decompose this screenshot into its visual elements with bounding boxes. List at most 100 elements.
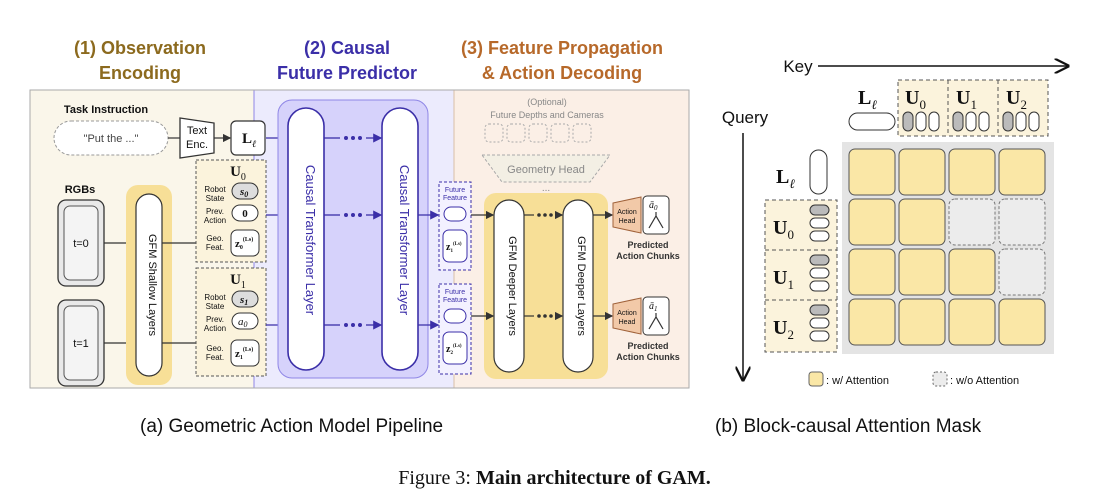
causal-layer-1-label: Causal Transformer Layer bbox=[303, 165, 318, 316]
gfm-shallow-label: GFM Shallow Layers bbox=[146, 234, 158, 337]
mask-cell-r0-c1 bbox=[898, 148, 946, 196]
u1-prev-action-1: Prev. bbox=[206, 315, 224, 324]
u0-geo-feat-1: Geo. bbox=[206, 234, 223, 243]
mask-grid bbox=[848, 148, 1046, 346]
mask-cell-r1-c0 bbox=[848, 198, 896, 246]
action-head-1-line2: Head bbox=[619, 218, 636, 225]
future-depths-label: Future Depths and Cameras bbox=[490, 110, 604, 120]
rgbs-label: RGBs bbox=[65, 184, 96, 196]
robot-arm-icon-1 bbox=[648, 212, 664, 229]
instruction-text: "Put the ..." bbox=[84, 133, 139, 145]
stage1-title-line2: Encoding bbox=[99, 63, 181, 83]
predicted-chunks-2-line1: Predicted bbox=[627, 341, 668, 351]
causal-dots bbox=[324, 133, 383, 330]
causal-layer-2-label: Causal Transformer Layer bbox=[397, 165, 412, 316]
action-head-2 bbox=[612, 297, 642, 335]
legend-without-swatch bbox=[932, 371, 948, 387]
gfm-deeper-label-2: GFM Deeper Layers bbox=[575, 236, 587, 336]
mask-cell-r0-c3 bbox=[998, 148, 1046, 196]
future-token-1 bbox=[443, 206, 467, 222]
key-l-token bbox=[848, 112, 896, 131]
s0-token bbox=[231, 182, 259, 200]
task-instruction-label: Task Instruction bbox=[64, 104, 148, 116]
query-label: Query bbox=[722, 108, 769, 127]
rgb-frame-t1-inner bbox=[63, 305, 99, 381]
u1-prev-action-2: Action bbox=[204, 324, 226, 333]
u0-geo-feat-2: Feat. bbox=[206, 243, 224, 252]
action-head-1 bbox=[612, 196, 642, 234]
key-l-label: Lℓ bbox=[858, 87, 877, 112]
u0-robot-state-1: Robot bbox=[204, 185, 226, 194]
mask-cell-r0-c2 bbox=[948, 148, 996, 196]
u0-robot-state-2: State bbox=[206, 194, 225, 203]
query-l-token bbox=[809, 149, 828, 195]
gfm-deeper-dots bbox=[524, 210, 564, 321]
query-l-label: Lℓ bbox=[776, 166, 795, 191]
action-head-2-line1: Action bbox=[617, 310, 637, 317]
u1-geo-feat-1: Geo. bbox=[206, 344, 223, 353]
u1-robot-state-2: State bbox=[206, 302, 225, 311]
caption-a: (a) Geometric Action Model Pipeline bbox=[140, 416, 444, 437]
mask-cell-r1-c3 bbox=[998, 198, 1046, 246]
u0-prev-action-1: Prev. bbox=[206, 207, 224, 216]
a0-label: a0 bbox=[238, 316, 248, 329]
figure-caption: Figure 3: Main architecture of GAM. bbox=[0, 467, 1109, 490]
mask-cell-r2-c1 bbox=[898, 248, 946, 296]
mask-cell-r1-c2 bbox=[948, 198, 996, 246]
a0-token bbox=[231, 312, 259, 330]
gfm-deeper-block-2[interactable] bbox=[562, 199, 594, 373]
pipeline-frame bbox=[29, 89, 690, 389]
zero-label: 0 bbox=[242, 208, 248, 220]
mask-cell-r2-c2 bbox=[948, 248, 996, 296]
stage2-title-line1: (2) Causal bbox=[304, 38, 390, 58]
geometry-head bbox=[481, 154, 611, 183]
causal-layer-1[interactable] bbox=[287, 107, 325, 371]
future-feature-1-line2: Feature bbox=[443, 195, 467, 202]
mask-cell-r3-c0 bbox=[848, 298, 896, 346]
causal-layer-2[interactable] bbox=[381, 107, 419, 371]
mask-cell-r3-c1 bbox=[898, 298, 946, 346]
text-encoder-label-1: Text bbox=[187, 125, 207, 137]
mask-cell-r2-c3 bbox=[998, 248, 1046, 296]
action-head-2-line2: Head bbox=[619, 319, 636, 326]
z2-future-token bbox=[442, 331, 468, 365]
stage1-title-line1: (1) Observation bbox=[74, 38, 206, 58]
predicted-chunks-2-line2: Action Chunks bbox=[616, 352, 680, 362]
mask-cell-r3-c2 bbox=[948, 298, 996, 346]
a-prev0-token bbox=[231, 204, 259, 222]
stage3-title-line2: & Action Decoding bbox=[482, 63, 642, 83]
optional-label: (Optional) bbox=[527, 97, 567, 107]
a-hat1-label: ā1 bbox=[649, 301, 658, 313]
s0-label: s0 bbox=[239, 186, 248, 199]
query-u-tokens bbox=[809, 204, 830, 342]
future-token-2 bbox=[443, 308, 467, 324]
l-token-box bbox=[230, 120, 266, 156]
figure-canvas: (1) Observation Encoding (2) Causal Futu… bbox=[29, 38, 1109, 389]
geometry-head-label: Geometry Head bbox=[507, 164, 585, 176]
t0-label: t=0 bbox=[73, 238, 89, 250]
legend-with-label: : w/ Attention bbox=[826, 375, 889, 387]
stage3-title-line1: (3) Feature Propagation bbox=[461, 38, 663, 58]
future-feature-2-line1: Future bbox=[445, 289, 465, 296]
a-hat0-label: ā0 bbox=[649, 200, 658, 212]
figure-caption-bold: Main architecture of GAM. bbox=[476, 467, 711, 489]
rgb-frame-t0-inner bbox=[63, 205, 99, 281]
text-encoder-label-2: Enc. bbox=[186, 139, 208, 151]
z0-token bbox=[230, 229, 260, 257]
predicted-chunks-1-line2: Action Chunks bbox=[616, 251, 680, 261]
s1-token bbox=[231, 290, 259, 308]
legend-without-label: : w/o Attention bbox=[950, 375, 1019, 387]
geometry-dots: ... bbox=[542, 183, 550, 194]
mask-cell-r3-c3 bbox=[998, 298, 1046, 346]
u1-robot-state-1: Robot bbox=[204, 293, 226, 302]
stage2-title-line2: Future Predictor bbox=[277, 63, 417, 83]
gfm-deeper-block-1[interactable] bbox=[493, 199, 525, 373]
key-label: Key bbox=[783, 57, 813, 76]
z1-future-token bbox=[442, 229, 468, 263]
z1-token bbox=[230, 339, 260, 367]
key-u-tokens bbox=[902, 111, 1040, 132]
u1-geo-feat-2: Feat. bbox=[206, 353, 224, 362]
action-head-1-line1: Action bbox=[617, 209, 637, 216]
future-feature-2-line2: Feature bbox=[443, 297, 467, 304]
t1-label: t=1 bbox=[73, 338, 89, 350]
